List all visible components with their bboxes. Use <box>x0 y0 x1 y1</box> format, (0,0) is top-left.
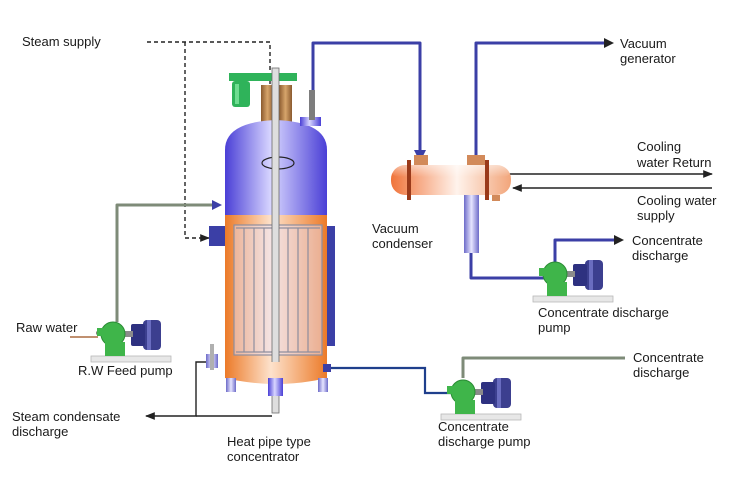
bottom-pump-out-pipe <box>461 356 625 378</box>
steam-condensate-pipe <box>145 361 208 420</box>
top-pump-discharge-pipe <box>553 238 614 262</box>
feed-pipe-arrow <box>212 200 222 210</box>
vapor-pipe <box>311 41 422 160</box>
label-steam-supply: Steam supply <box>22 34 101 49</box>
label-heat-pipe-concentrator: Heat pipe type concentrator <box>227 434 314 464</box>
label-steam-condensate-discharge: Steam condensate discharge <box>12 409 124 439</box>
label-concentrate-discharge-pump-top: Concentrate discharge pump <box>538 305 672 335</box>
concentrate-discharge-pump-top <box>532 259 614 303</box>
label-rw-feed-pump: R.W Feed pump <box>78 363 173 378</box>
steam-supply-branch <box>184 42 210 242</box>
rw-feed-pump <box>90 319 172 363</box>
top-pump-discharge-arrow <box>614 235 624 245</box>
evaporator-vessel <box>206 67 335 414</box>
concentrate-discharge-pump-bottom <box>440 377 522 421</box>
label-raw-water: Raw water <box>16 320 78 335</box>
vacuum-generator-pipe <box>474 41 604 160</box>
agitator-motor <box>229 73 297 107</box>
label-cooling-water-supply: Cooling water supply <box>637 193 720 223</box>
bottom-discharge-pipe <box>331 366 455 395</box>
label-vacuum-generator: Vacuum generator <box>620 36 676 66</box>
label-cooling-water-return: Cooling water Return <box>636 139 711 170</box>
feed-pipe <box>115 203 216 322</box>
label-concentrate-discharge-bottom: Concentrate discharge <box>633 350 707 380</box>
label-concentrate-discharge-top: Concentrate discharge <box>632 233 706 263</box>
label-concentrate-discharge-pump-bottom: Concentrate discharge pump <box>438 419 531 449</box>
vacuum-condenser <box>391 155 511 253</box>
vacuum-generator-arrow <box>604 38 614 48</box>
condenser-leg-pipe <box>469 252 548 280</box>
label-vacuum-condenser: Vacuum condenser <box>372 221 433 251</box>
